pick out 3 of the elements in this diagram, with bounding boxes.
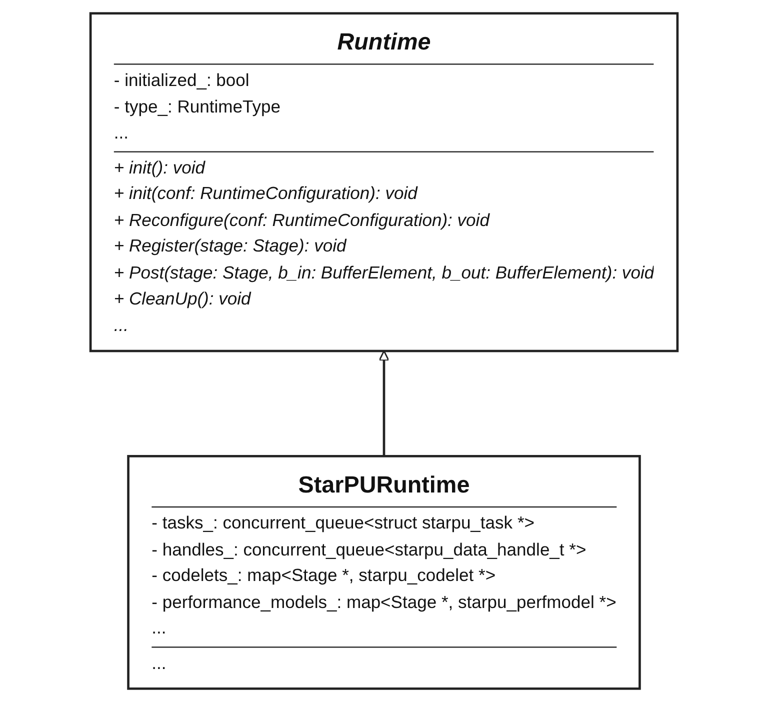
arrow [378,350,390,456]
node-box: Runtime - initialized_: bool - type_: RuntimeType ... + init(): void + init(conf: RuntimeConfiguration): void + Reconfigure(conf: RuntimeConfiguration): void + Register(stage: Stage): void + Post(stage: Stage, b_in: BufferElement, b_out: BufferElement): void + CleanUp(): void ... [89,12,679,352]
node-box: StarPURuntime - tasks_: concurrent_queue<struct starpu_task *> - handles_: concurrent_queue<starpu_data_handle_t *> - codelets_: map<Stage *, starpu_codelet *> - performance_models_: map<Stage *, starpu_perfmodel *> ... ... [127,454,641,690]
